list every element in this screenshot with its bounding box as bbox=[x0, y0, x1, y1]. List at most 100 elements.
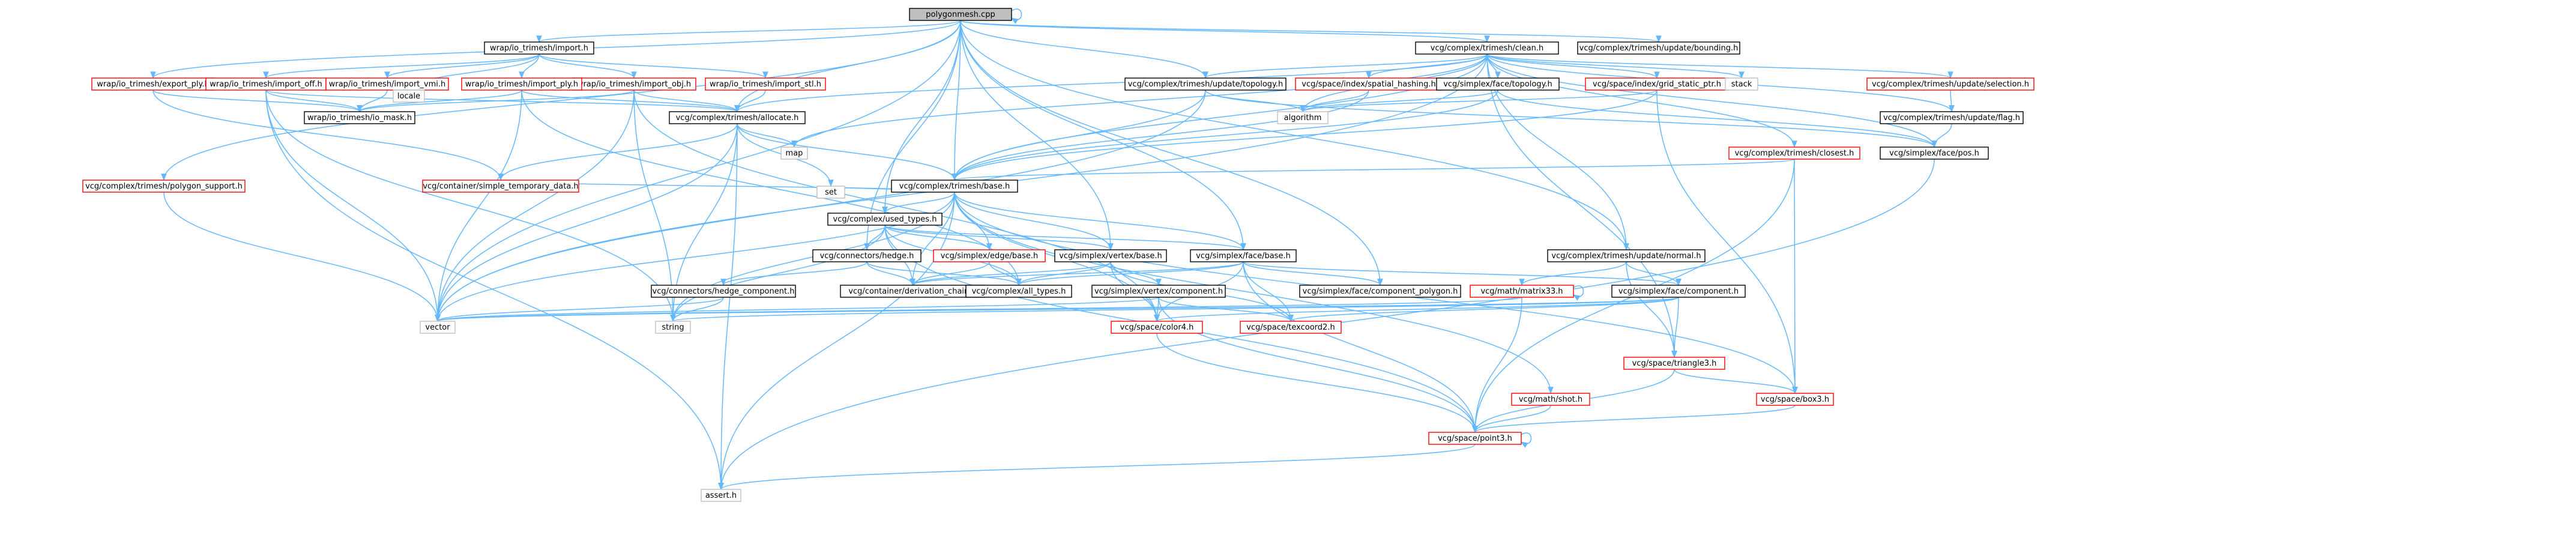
node-edge_base[interactable]: vcg/simplex/edge/base.h bbox=[933, 249, 1046, 262]
node-update_flag[interactable]: vcg/complex/trimesh/update/flag.h bbox=[1880, 111, 2024, 124]
node-label: vcg/complex/trimesh/base.h bbox=[899, 182, 1010, 191]
edge-import_h-to-import_off bbox=[263, 53, 540, 79]
node-box bbox=[780, 147, 808, 160]
edge-box3-to-point3 bbox=[1472, 405, 1796, 434]
node-box bbox=[461, 77, 582, 91]
node-face_topology[interactable]: vcg/simplex/face/topology.h bbox=[1436, 77, 1560, 91]
edge-update_normal-to-matrix33 bbox=[1519, 261, 1627, 286]
node-bounding[interactable]: vcg/complex/trimesh/update/bounding.h bbox=[1577, 41, 1740, 55]
node-hedge_component[interactable]: vcg/connectors/hedge_component.h bbox=[651, 285, 796, 298]
edge-base-to-used_types bbox=[882, 192, 955, 214]
edge-clean-to-update_topology bbox=[1202, 53, 1488, 79]
edge-import_obj-to-allocate bbox=[633, 89, 740, 113]
node-box bbox=[1880, 111, 2024, 124]
node-import_obj[interactable]: wrap/io_trimesh/import_obj.h bbox=[572, 77, 696, 91]
node-box bbox=[705, 77, 826, 91]
node-face_base[interactable]: vcg/simplex/face/base.h bbox=[1190, 249, 1297, 262]
node-box bbox=[1091, 285, 1226, 298]
edge-edge_base-to-derivation_chain bbox=[909, 261, 990, 286]
edge-clean-to-map bbox=[791, 53, 1488, 148]
node-box3[interactable]: vcg/space/box3.h bbox=[1756, 393, 1834, 406]
node-import_ply[interactable]: wrap/io_trimesh/import_ply.h bbox=[461, 77, 582, 91]
node-import_off[interactable]: wrap/io_trimesh/import_off.h bbox=[205, 77, 327, 91]
edge-root-to-vertex_base bbox=[960, 20, 1114, 251]
edge-used_types-to-string bbox=[670, 225, 885, 322]
node-locale: locale bbox=[393, 89, 425, 103]
node-allocate[interactable]: vcg/complex/trimesh/allocate.h bbox=[669, 111, 806, 124]
node-box bbox=[82, 180, 246, 193]
edge-root-to-root bbox=[1010, 8, 1022, 24]
node-all_types[interactable]: vcg/complex/all_types.h bbox=[965, 285, 1072, 298]
edge-base-to-vertex_base bbox=[954, 192, 1114, 251]
edge-update_topology-to-face_pos bbox=[1205, 89, 1937, 148]
node-closest[interactable]: vcg/complex/trimesh/closest.h bbox=[1728, 147, 1860, 160]
node-label: vcg/simplex/face/component.h bbox=[1618, 287, 1739, 296]
edge-import_off-to-string bbox=[265, 89, 676, 322]
node-update_normal[interactable]: vcg/complex/trimesh/update/normal.h bbox=[1547, 249, 1706, 262]
node-hedge[interactable]: vcg/connectors/hedge.h bbox=[812, 249, 922, 262]
edge-update_selection-to-update_flag bbox=[1949, 89, 1955, 113]
node-export_ply[interactable]: wrap/io_trimesh/export_ply.h bbox=[91, 77, 215, 91]
node-vertex_base[interactable]: vcg/simplex/vertex/base.h bbox=[1054, 249, 1167, 262]
edge-face_topology-to-algorithm bbox=[1300, 89, 1498, 113]
node-label: vcg/complex/trimesh/update/bounding.h bbox=[1579, 44, 1739, 53]
edge-point3-to-point3 bbox=[1520, 432, 1532, 448]
node-triangle3[interactable]: vcg/space/triangle3.h bbox=[1623, 357, 1725, 370]
node-label: vcg/math/matrix33.h bbox=[1480, 287, 1563, 296]
node-label: vcg/complex/all_types.h bbox=[972, 287, 1066, 296]
node-point3[interactable]: vcg/space/point3.h bbox=[1428, 432, 1522, 445]
edge-update_topology-to-base bbox=[952, 89, 1206, 181]
node-io_mask[interactable]: wrap/io_trimesh/io_mask.h bbox=[304, 111, 415, 124]
node-base[interactable]: vcg/complex/trimesh/base.h bbox=[891, 180, 1018, 193]
node-label: vcg/space/triangle3.h bbox=[1632, 359, 1717, 368]
edge-face_base-to-component_polygon bbox=[1243, 261, 1383, 286]
node-label: vcg/complex/trimesh/update/normal.h bbox=[1551, 252, 1701, 261]
node-box bbox=[1756, 393, 1834, 406]
node-root[interactable]: polygonmesh.cpp bbox=[909, 8, 1012, 21]
node-face_component[interactable]: vcg/simplex/face/component.h bbox=[1611, 285, 1746, 298]
node-label: vcg/complex/used_types.h bbox=[833, 215, 937, 224]
node-texcoord2[interactable]: vcg/space/texcoord2.h bbox=[1240, 321, 1342, 334]
node-polygon_support[interactable]: vcg/complex/trimesh/polygon_support.h bbox=[82, 180, 246, 193]
node-label: vector bbox=[425, 323, 450, 332]
edge-root-to-update_topology bbox=[960, 20, 1208, 79]
edge-face_component-to-triangle3 bbox=[1671, 297, 1679, 358]
node-matrix33[interactable]: vcg/math/matrix33.h bbox=[1470, 285, 1574, 298]
node-box bbox=[909, 8, 1012, 21]
node-import_stl[interactable]: wrap/io_trimesh/import_stl.h bbox=[705, 77, 826, 91]
node-box bbox=[1190, 249, 1297, 262]
node-import_h[interactable]: wrap/io_trimesh/import.h bbox=[484, 41, 594, 55]
node-label: vcg/container/simple_temporary_data.h bbox=[423, 182, 578, 191]
node-color4[interactable]: vcg/space/color4.h bbox=[1111, 321, 1203, 334]
node-face_pos[interactable]: vcg/simplex/face/pos.h bbox=[1880, 147, 1989, 160]
edge-matrix33-to-matrix33 bbox=[1572, 285, 1584, 301]
edge-import_obj-to-vector bbox=[435, 89, 635, 322]
edge-used_types-to-edge_base bbox=[884, 225, 992, 251]
node-label: wrap/io_trimesh/io_mask.h bbox=[307, 113, 412, 122]
node-grid_static_ptr[interactable]: vcg/space/index/grid_static_ptr.h bbox=[1585, 77, 1729, 91]
edge-update_topology-to-algorithm bbox=[1205, 89, 1306, 113]
node-component_polygon[interactable]: vcg/simplex/face/component_polygon.h bbox=[1299, 285, 1461, 298]
node-box bbox=[1866, 77, 2035, 91]
node-derivation_chain[interactable]: vcg/container/derivation_chain.h bbox=[840, 285, 985, 298]
node-box bbox=[304, 111, 415, 124]
edge-grid_static_ptr-to-base bbox=[952, 89, 1658, 181]
edge-root-to-base bbox=[952, 20, 961, 181]
edge-face_base-to-derivation_chain bbox=[909, 261, 1244, 286]
edge-update_topology-to-vector bbox=[435, 89, 1206, 322]
node-clean[interactable]: vcg/complex/trimesh/clean.h bbox=[1415, 41, 1559, 55]
node-update_selection[interactable]: vcg/complex/trimesh/update/selection.h bbox=[1866, 77, 2035, 91]
node-used_types[interactable]: vcg/complex/used_types.h bbox=[827, 213, 943, 226]
node-box bbox=[1299, 285, 1461, 298]
node-import_vmi[interactable]: wrap/io_trimesh/import_vmi.h bbox=[325, 77, 449, 91]
node-label: vcg/complex/trimesh/update/topology.h bbox=[1128, 80, 1283, 89]
node-box bbox=[422, 180, 579, 193]
node-spatial_hashing[interactable]: vcg/space/index/spatial_hashing.h bbox=[1295, 77, 1443, 91]
node-update_topology[interactable]: vcg/complex/trimesh/update/topology.h bbox=[1124, 77, 1286, 91]
node-shot[interactable]: vcg/math/shot.h bbox=[1511, 393, 1590, 406]
node-vertex_component[interactable]: vcg/simplex/vertex/component.h bbox=[1091, 285, 1226, 298]
edge-clean-to-face_pos bbox=[1486, 53, 1937, 148]
edge-clean-to-spatial_hashing bbox=[1366, 53, 1488, 79]
node-box bbox=[1728, 147, 1860, 160]
node-simple_temp[interactable]: vcg/container/simple_temporary_data.h bbox=[422, 180, 579, 193]
